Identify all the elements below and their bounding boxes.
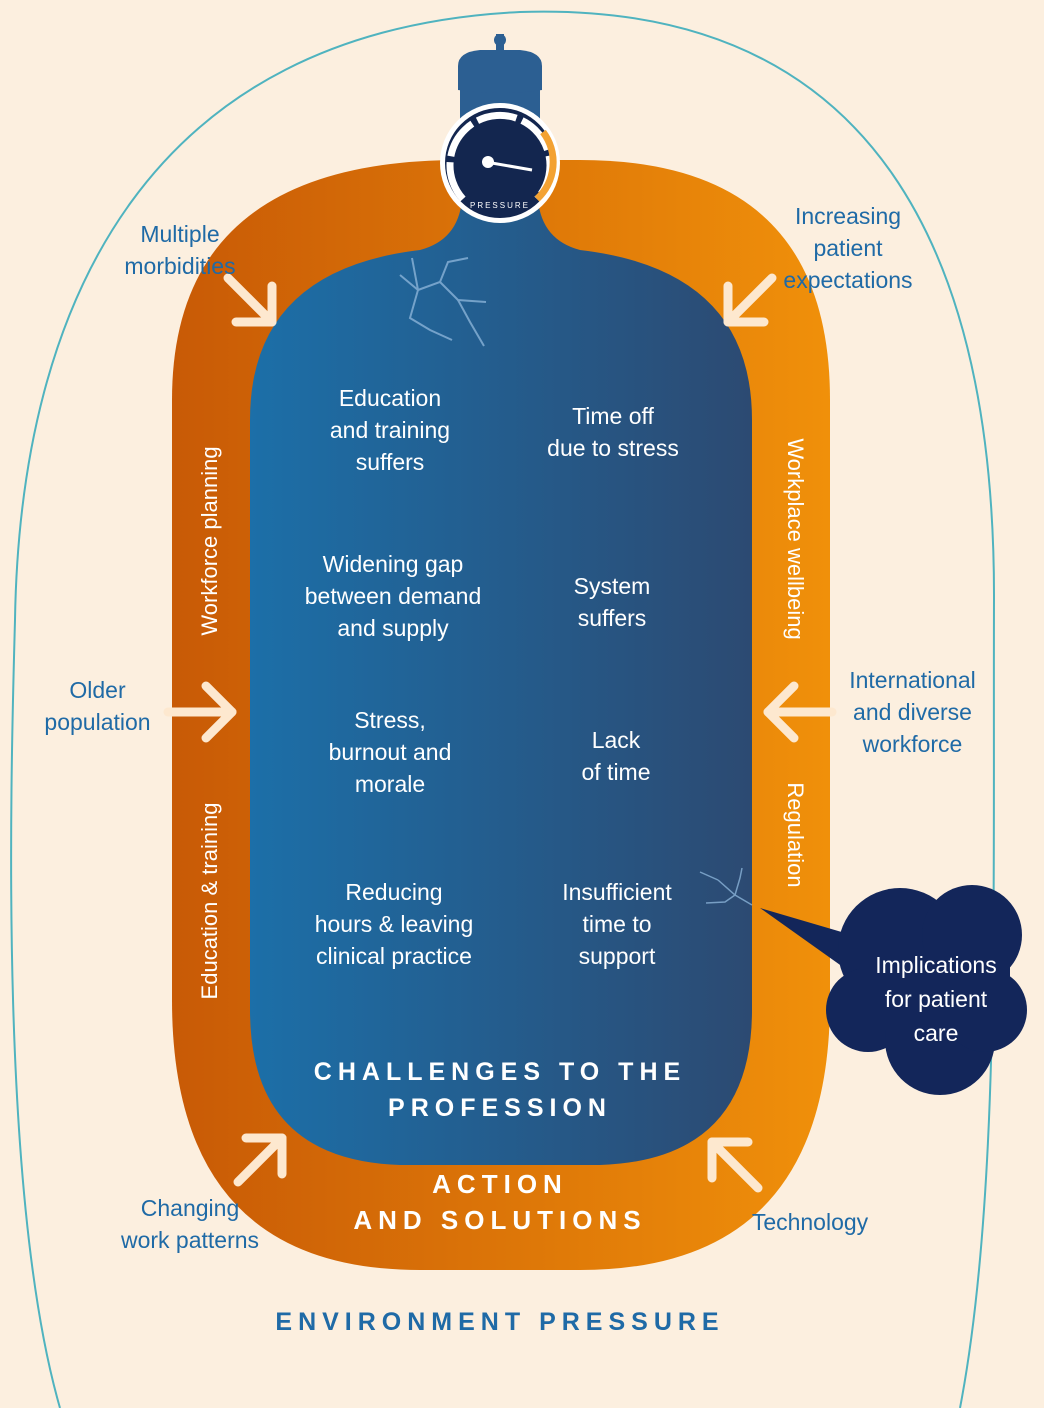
gauge-label: PRESSURE bbox=[470, 201, 530, 210]
arrow-changing-work-patterns bbox=[233, 1133, 287, 1187]
ring-label-workforce-planning: Workforce planning bbox=[197, 446, 222, 636]
challenge-stress-burnout: Stress, burnout and morale bbox=[328, 707, 452, 797]
challenges-bottle bbox=[250, 90, 752, 1165]
factor-older-population: Older population bbox=[44, 677, 151, 735]
challenge-system-suffers: System suffers bbox=[573, 573, 651, 631]
crack-top bbox=[399, 257, 487, 347]
crack-right bbox=[699, 867, 753, 906]
callout-text: Implications for patient care bbox=[875, 952, 997, 1046]
factor-multiple-morbidities: Multiple morbidities bbox=[124, 221, 236, 279]
challenge-reducing-hours: Reducing hours & leaving clinical practi… bbox=[314, 879, 474, 969]
factor-changing-work-patterns: Changing work patterns bbox=[120, 1195, 260, 1253]
arrow-technology bbox=[707, 1137, 763, 1193]
challenge-time-off-stress: Time off due to stress bbox=[547, 403, 679, 461]
factor-international-workforce: International and diverse workforce bbox=[849, 667, 976, 757]
environment-pressure-title: ENVIRONMENT PRESSURE bbox=[275, 1308, 725, 1336]
ring-label-regulation: Regulation bbox=[783, 782, 808, 888]
factor-technology: Technology bbox=[751, 1209, 869, 1235]
pressure-gauge-icon: PRESSURE bbox=[440, 103, 560, 223]
factor-increasing-patient-expectations: Increasing patient expectations bbox=[783, 203, 913, 293]
challenge-widening-gap: Widening gap between demand and supply bbox=[304, 551, 482, 641]
ring-label-workplace-wellbeing: Workplace wellbeing bbox=[783, 438, 808, 640]
arrow-increasing-expectations bbox=[723, 273, 777, 327]
arrow-older-population bbox=[163, 681, 237, 743]
action-solutions-title: ACTION AND SOLUTIONS bbox=[353, 1169, 647, 1235]
arrow-international-workforce bbox=[763, 681, 837, 743]
challenge-insufficient-time: Insufficient time to support bbox=[562, 879, 672, 969]
challenge-education-training-suffers: Education and training suffers bbox=[329, 385, 451, 475]
patient-care-callout bbox=[760, 885, 1027, 1095]
environment-outline bbox=[10, 10, 996, 1408]
challenge-lack-of-time: Lack of time bbox=[581, 727, 651, 785]
challenges-title: CHALLENGES TO THE PROFESSION bbox=[313, 1058, 687, 1122]
ring-label-education-training: Education & training bbox=[197, 802, 222, 1000]
arrow-multiple-morbidities bbox=[223, 273, 277, 327]
